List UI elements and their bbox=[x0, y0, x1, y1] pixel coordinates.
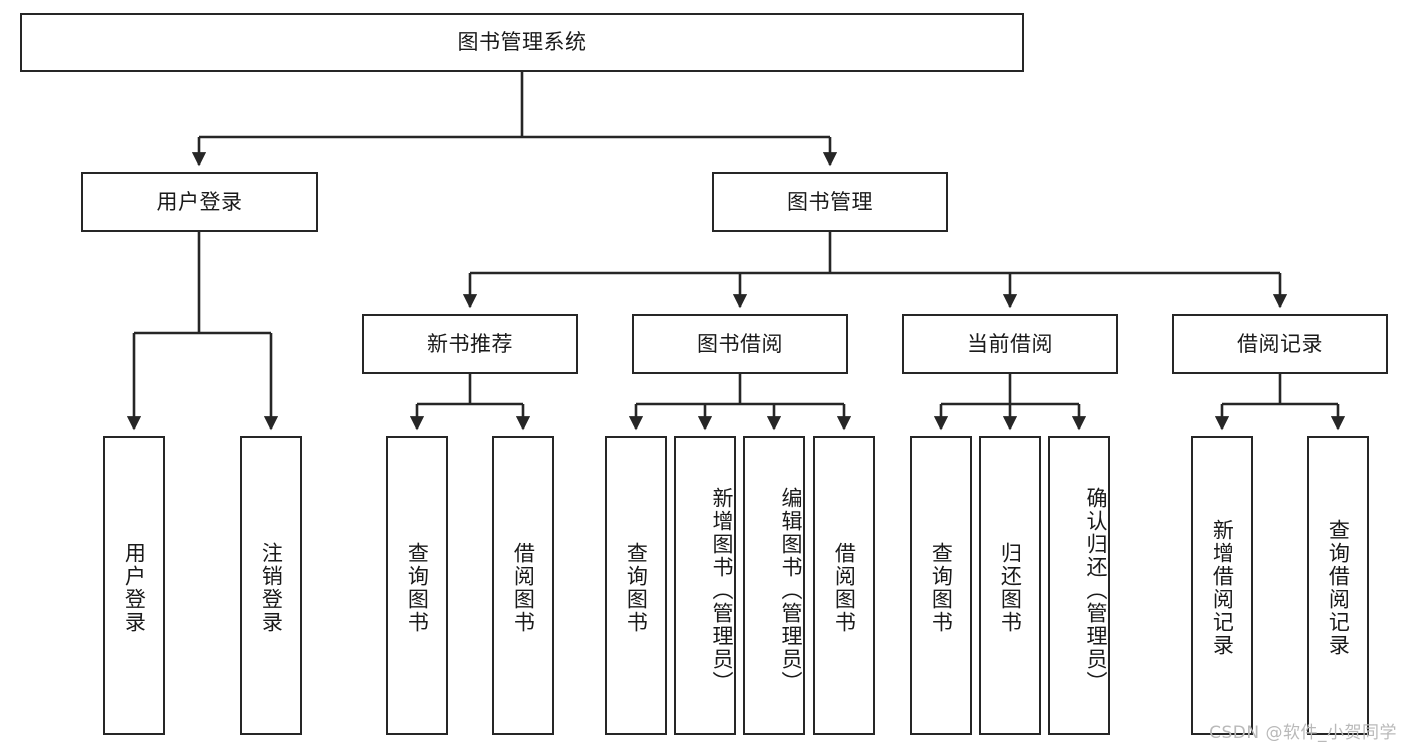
leaf-borrow-book-1-label: 借阅图书 bbox=[511, 541, 536, 634]
node-book-borrow-label: 图书借阅 bbox=[697, 331, 783, 356]
leaf-query-record[interactable]: 查询借阅记录 bbox=[1307, 436, 1369, 735]
node-user-login[interactable]: 用户登录 bbox=[81, 172, 318, 232]
leaf-logout-label: 注销登录 bbox=[259, 541, 284, 634]
leaf-query-book-2[interactable]: 查询图书 bbox=[605, 436, 667, 735]
node-root-label: 图书管理系统 bbox=[457, 30, 587, 55]
leaf-add-record-label: 新增借阅记录 bbox=[1210, 518, 1235, 657]
leaf-return-book[interactable]: 归还图书 bbox=[979, 436, 1041, 735]
node-borrow-record-label: 借阅记录 bbox=[1237, 331, 1323, 356]
leaf-query-book-1-label: 查询图书 bbox=[405, 541, 430, 634]
leaf-query-book-2-label: 查询图书 bbox=[624, 541, 649, 634]
leaf-user-login-label: 用户登录 bbox=[122, 541, 147, 634]
leaf-borrow-book-2-label: 借阅图书 bbox=[832, 541, 857, 634]
leaf-query-book-3[interactable]: 查询图书 bbox=[910, 436, 972, 735]
node-borrow-record[interactable]: 借阅记录 bbox=[1172, 314, 1388, 374]
node-book-manage-label: 图书管理 bbox=[787, 189, 873, 214]
leaf-add-record[interactable]: 新增借阅记录 bbox=[1191, 436, 1253, 735]
leaf-user-login[interactable]: 用户登录 bbox=[103, 436, 165, 735]
node-new-book-rec-label: 新书推荐 bbox=[427, 331, 513, 356]
leaf-confirm-return[interactable]: 确认归还（管理员） bbox=[1048, 436, 1110, 735]
node-current-borrow-label: 当前借阅 bbox=[967, 331, 1053, 356]
leaf-query-book-3-label: 查询图书 bbox=[929, 541, 954, 634]
leaf-logout[interactable]: 注销登录 bbox=[240, 436, 302, 735]
node-new-book-rec[interactable]: 新书推荐 bbox=[362, 314, 578, 374]
leaf-borrow-book-1[interactable]: 借阅图书 bbox=[492, 436, 554, 735]
node-current-borrow[interactable]: 当前借阅 bbox=[902, 314, 1118, 374]
leaf-add-book[interactable]: 新增图书（管理员） bbox=[674, 436, 736, 735]
leaf-edit-book[interactable]: 编辑图书（管理员） bbox=[743, 436, 805, 735]
leaf-query-book-1[interactable]: 查询图书 bbox=[386, 436, 448, 735]
leaf-query-record-label: 查询借阅记录 bbox=[1326, 518, 1351, 657]
leaf-borrow-book-2[interactable]: 借阅图书 bbox=[813, 436, 875, 735]
node-root[interactable]: 图书管理系统 bbox=[20, 13, 1024, 72]
leaf-add-book-label: 新增图书（管理员） bbox=[710, 487, 734, 694]
node-book-manage[interactable]: 图书管理 bbox=[712, 172, 948, 232]
leaf-confirm-return-label: 确认归还（管理员） bbox=[1084, 487, 1108, 694]
node-user-login-label: 用户登录 bbox=[156, 189, 243, 214]
leaf-return-book-label: 归还图书 bbox=[998, 541, 1023, 634]
leaf-edit-book-label: 编辑图书（管理员） bbox=[779, 487, 803, 694]
node-book-borrow[interactable]: 图书借阅 bbox=[632, 314, 848, 374]
